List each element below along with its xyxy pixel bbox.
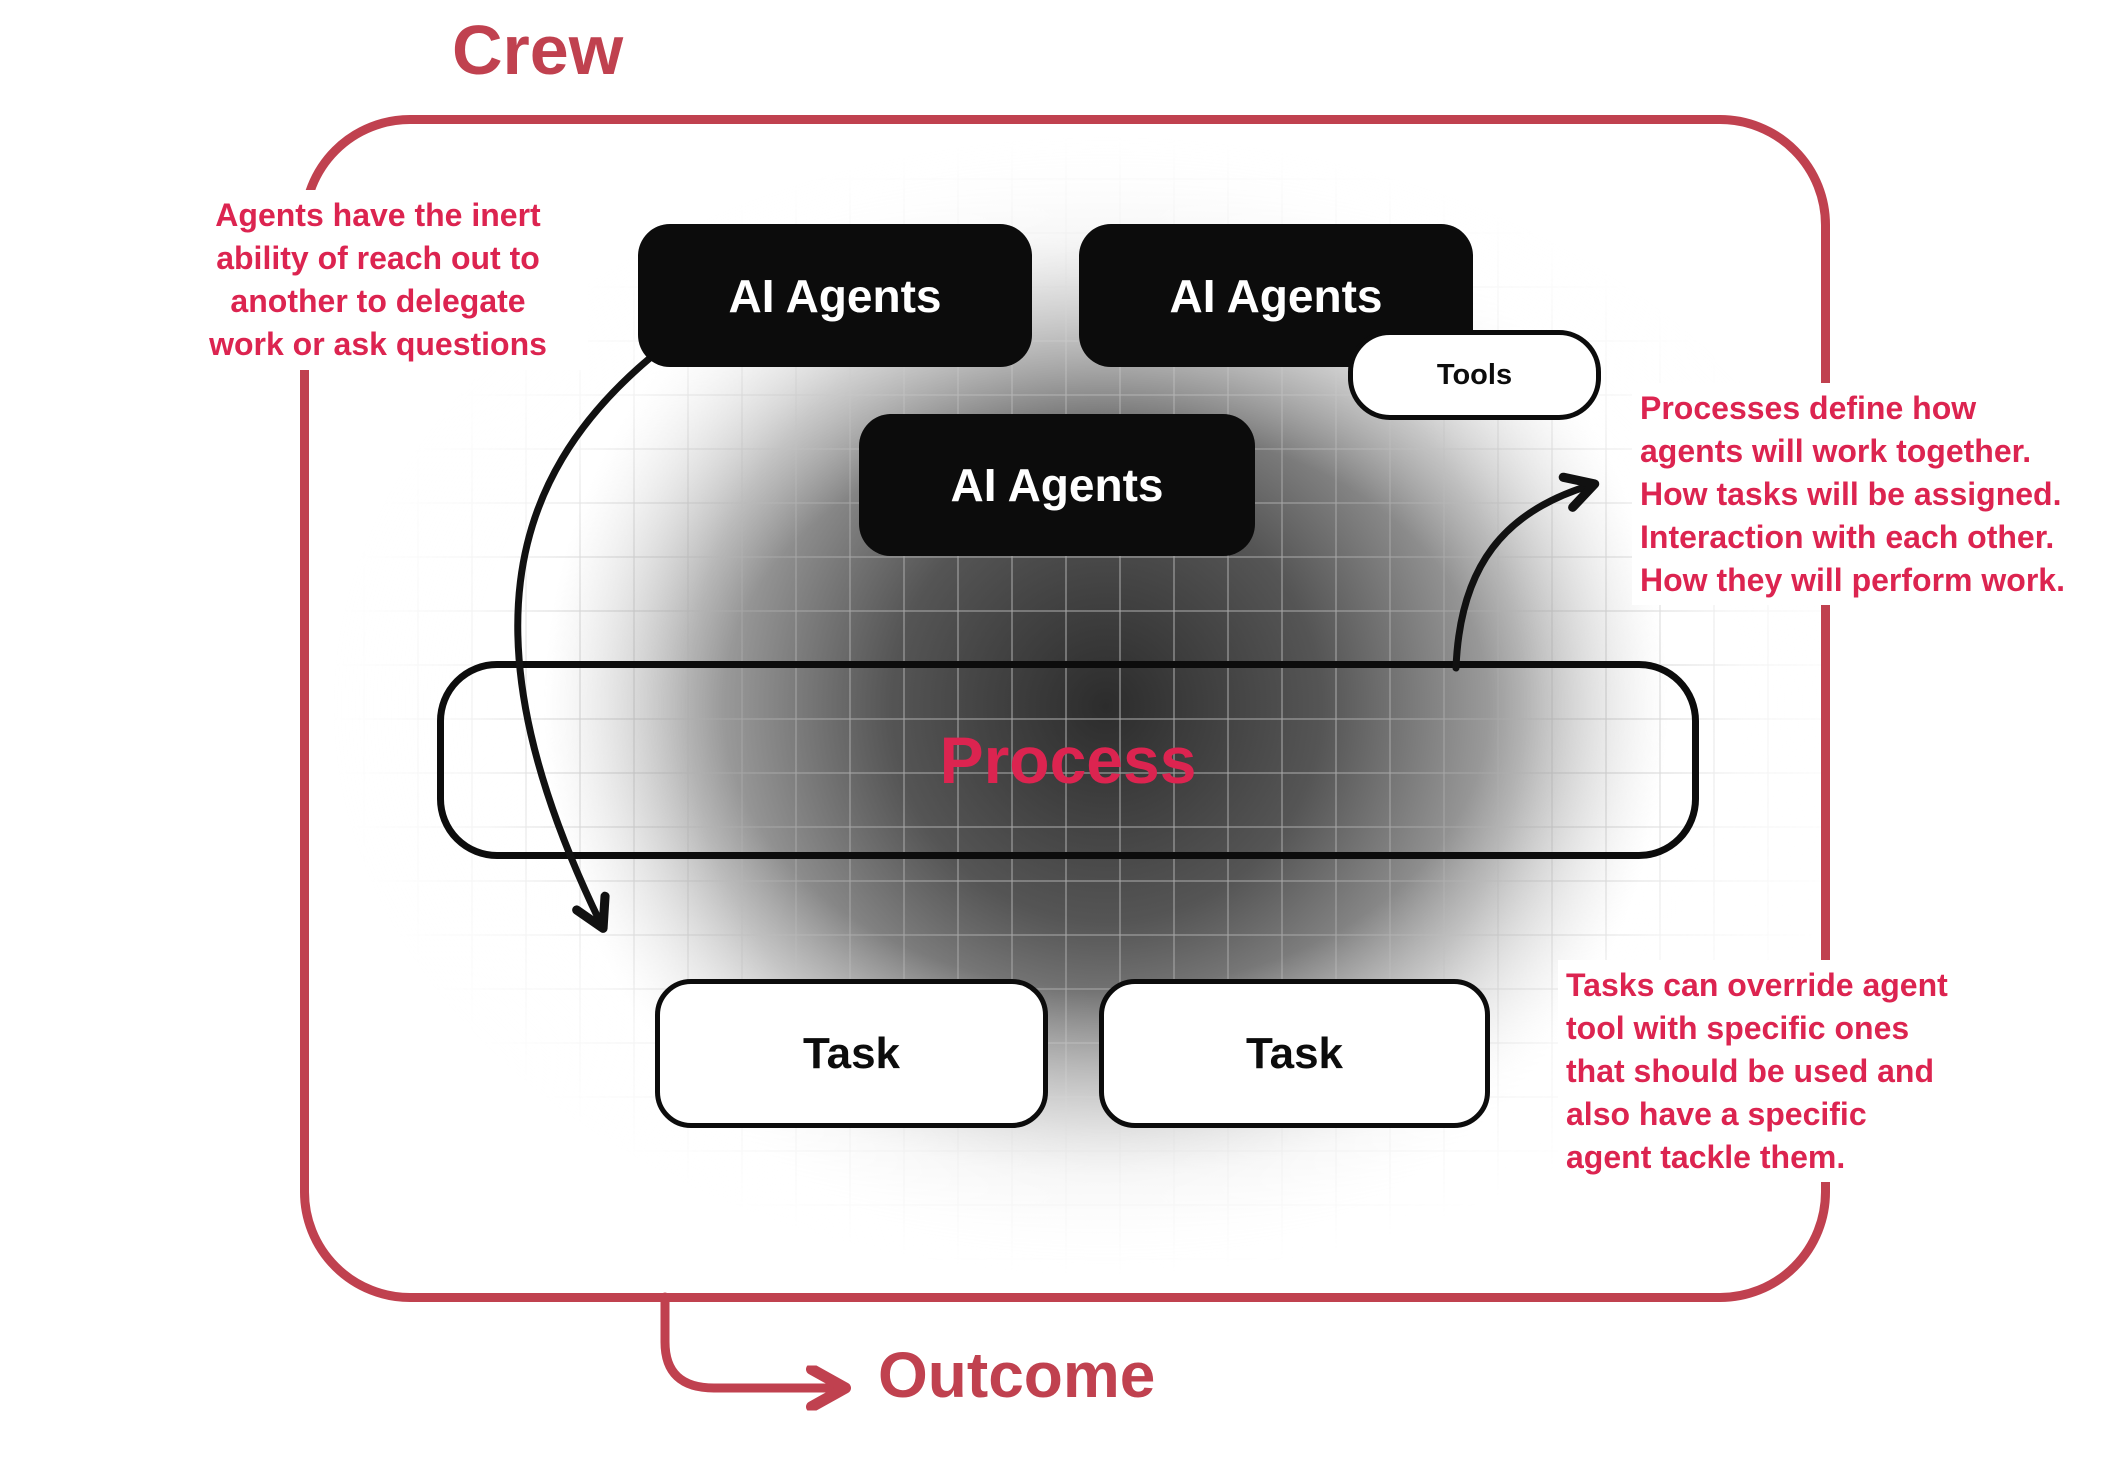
ai-agents-box-3: AI Agents <box>859 414 1255 556</box>
crew-container-border <box>300 115 1830 1302</box>
ai-agents-label: AI Agents <box>728 269 942 322</box>
crew-title: Crew <box>452 11 624 89</box>
task-box-1: Task <box>655 979 1048 1128</box>
ai-agents-label: AI Agents <box>950 459 1164 511</box>
outcome-title: Outcome <box>878 1339 1156 1411</box>
process-label: Process <box>939 723 1197 797</box>
note-task-override: Tasks can override agent tool with speci… <box>1558 960 2010 1183</box>
note-process-definition: Processes define how agents will work to… <box>1632 383 2128 606</box>
ai-agents-label: AI Agents <box>1169 269 1383 322</box>
tools-box: Tools <box>1348 330 1601 420</box>
ai-agents-box-1: AI Agents <box>638 224 1032 367</box>
task-label: Task <box>802 1028 901 1078</box>
task-box-2: Task <box>1099 979 1490 1128</box>
arrow-right-icon <box>660 1292 836 1388</box>
tools-label: Tools <box>1436 358 1513 391</box>
task-label: Task <box>1245 1028 1344 1078</box>
note-agents-delegation: Agents have the inert ability of reach o… <box>168 190 588 370</box>
process-box: Process <box>437 661 1699 859</box>
